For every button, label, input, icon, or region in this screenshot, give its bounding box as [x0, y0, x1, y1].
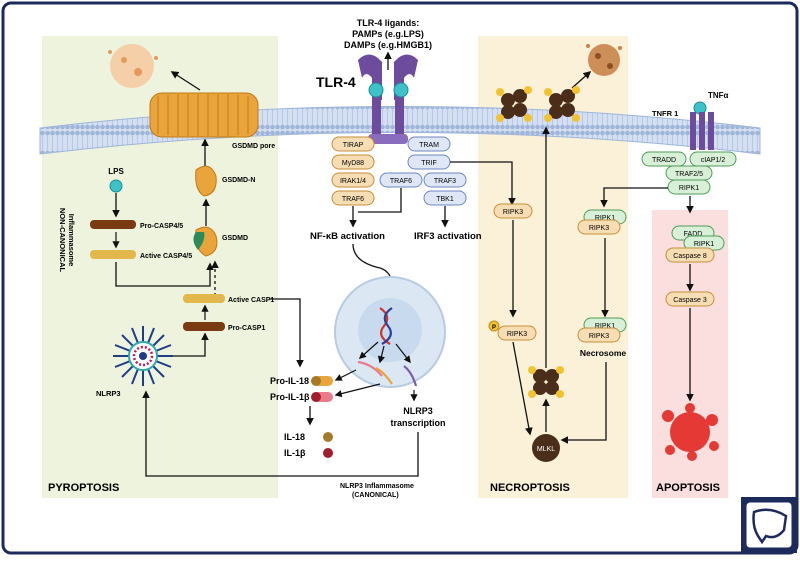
- phospho-badge: [488, 320, 500, 332]
- tlr4-label: TLR-4: [316, 74, 356, 90]
- gsdmd-icon: [193, 226, 218, 257]
- caspase8-label: Caspase 8: [673, 253, 707, 260]
- transcription-label: transcription: [390, 418, 445, 428]
- burst-cell-icon: [108, 44, 158, 88]
- il18-icon: [323, 432, 333, 442]
- necroptosis-title: NECROPTOSIS: [490, 482, 570, 494]
- phospho-label: P: [492, 325, 496, 331]
- nlrp3-inflammasome-icon: [113, 326, 173, 386]
- tirap-label: TIRAP: [343, 142, 364, 149]
- il18-label: IL-18: [284, 432, 305, 442]
- ripk1-necrosome-label: RIPK1: [595, 323, 615, 330]
- gsdmd-pore-label: GSDMD pore: [232, 143, 275, 150]
- pyroptosis-title: PYROPTOSIS: [48, 482, 119, 494]
- pro-il18-head: [311, 376, 321, 386]
- ciap-label: cIAP1/2: [701, 157, 726, 164]
- mlkl-label: MLKL: [537, 446, 555, 453]
- tram-label: TRAM: [419, 142, 439, 149]
- tlr4-receptor: [358, 54, 418, 144]
- noncanonical-label: NON-CANONICAL: [58, 208, 67, 273]
- apoptotic-cell-icon: [662, 403, 719, 461]
- mlkl-node: [532, 434, 560, 462]
- ripk3-necro-box: [577, 219, 621, 235]
- active-casp45-label: Active CASP4/5: [140, 253, 192, 260]
- tbk1-label: TBK1: [436, 196, 454, 203]
- gsdmd-n-label: GSDMD-N: [222, 177, 255, 184]
- noncanonical-inflammasome-label: Inflammasome: [67, 214, 76, 267]
- journal-logo: [741, 497, 797, 553]
- mlkl-oligomer: [528, 366, 564, 398]
- canonical-sub-label: (CANONICAL): [352, 492, 399, 499]
- mlkl-membrane-complex-left: [496, 86, 532, 122]
- pro-il1b-head: [311, 392, 321, 402]
- lps-label: LPS: [108, 167, 124, 176]
- ripk1-tnf-label: RIPK1: [679, 185, 699, 192]
- active-casp1-label: Active CASP1: [228, 297, 274, 304]
- pro-il1b-label: Pro-IL-1β: [270, 392, 310, 402]
- caspase3-label: Caspase 3: [673, 297, 707, 304]
- il1b-label: IL-1β: [284, 448, 306, 458]
- trif-label: TRIF: [421, 160, 437, 167]
- lps-icon: [109, 179, 123, 193]
- caspase8-box: [665, 247, 715, 263]
- gsdmd-n-icon: [195, 165, 217, 197]
- gsdmd-pore: [149, 92, 259, 138]
- ripk3-necro-label: RIPK3: [589, 225, 609, 232]
- ripk3-label: RIPK3: [503, 209, 523, 216]
- il1b-icon: [323, 448, 333, 458]
- trif-pathway: TRAM TRIF TRAF6 TRAF3 TBK1: [379, 136, 467, 206]
- tnfa-label: TNFα: [708, 91, 729, 100]
- pro-casp1-shape: [183, 322, 225, 331]
- ripk3-phospho-box: [497, 325, 537, 341]
- pro-casp1-label: Pro-CASP1: [228, 325, 265, 332]
- myd88-label: MyD88: [342, 160, 364, 167]
- ligands-title: TLR-4 ligands:: [357, 18, 420, 28]
- ligands-pamps: PAMPs (e.g.LPS): [352, 29, 424, 39]
- nlrp3-label: NLRP3: [96, 389, 121, 398]
- nucleus: [334, 276, 446, 388]
- nlrp3-transcription-label: NLRP3: [403, 406, 433, 416]
- traf6-myd88-label: TRAF6: [342, 196, 364, 203]
- traf6-trif-label: TRAF6: [390, 178, 412, 185]
- apoptosis-title: APOPTOSIS: [656, 482, 720, 494]
- ripk1-necro-label: RIPK1: [595, 215, 615, 222]
- burst-cell-necro-icon: [586, 44, 622, 76]
- active-casp45-shape: [90, 250, 136, 259]
- pro-casp45-label: Pro-CASP4/5: [140, 223, 183, 230]
- active-casp1-shape: [183, 294, 225, 303]
- pro-il18-label: Pro-IL-18: [270, 376, 309, 386]
- ripk1-apop-label: RIPK1: [694, 241, 714, 248]
- tradd-label: TRADD: [652, 157, 676, 164]
- ligands-damps: DAMPs (e.g.HMGB1): [344, 40, 432, 50]
- tradd-box: [641, 151, 687, 167]
- ripk3-phospho-label: RIPK3: [507, 331, 527, 338]
- caspase3-box: [665, 291, 715, 307]
- necrosome-label: Necrosome: [580, 348, 627, 358]
- traf3-label: TRAF3: [434, 178, 456, 185]
- ripk1-tnf-box: [667, 179, 711, 195]
- nfkb-activation-label: NF-κB activation: [310, 231, 385, 242]
- irak-label: IRAK1/4: [340, 178, 366, 185]
- myd88-pathway: TIRAP MyD88 IRAK1/4 TRAF6: [331, 136, 375, 206]
- irf3-activation-label: IRF3 activation: [414, 231, 482, 242]
- mlkl-membrane-complex-right: [544, 86, 580, 122]
- fadd-label: FADD: [684, 231, 703, 238]
- ripk3-necrosome-box: [577, 327, 621, 343]
- pro-casp45-shape: [90, 220, 136, 229]
- tnfr1-label: TNFR 1: [652, 109, 678, 118]
- gsdmd-label: GSDMD: [222, 235, 248, 242]
- ciap-box: [689, 151, 737, 167]
- tnfr1-receptor: [690, 112, 714, 150]
- canonical-label: NLRP3 Inflammasome: [340, 483, 414, 490]
- ripk3-necrosome-label: RIPK3: [589, 333, 609, 340]
- ripk3-box: [493, 203, 533, 219]
- traf25-label: TRAF2/5: [675, 171, 703, 178]
